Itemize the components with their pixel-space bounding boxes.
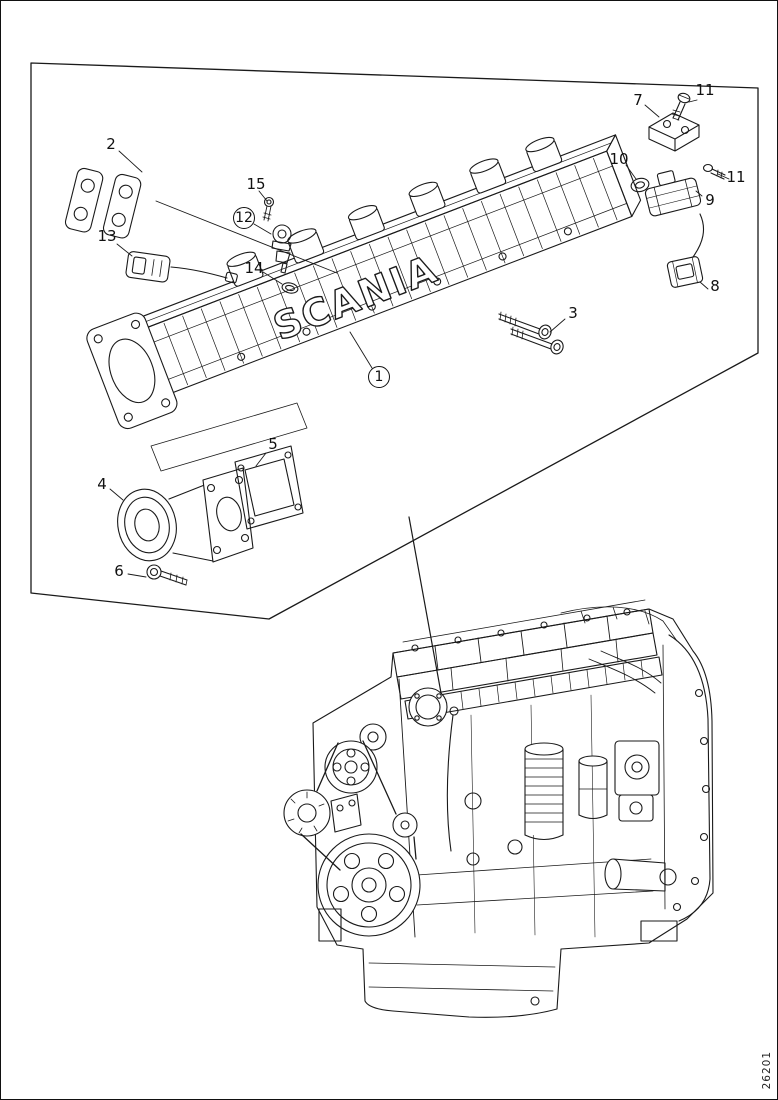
callout-14: 14 bbox=[244, 259, 264, 277]
callout-15: 15 bbox=[246, 175, 266, 193]
callout-5: 5 bbox=[268, 435, 278, 453]
callout-4: 4 bbox=[97, 475, 107, 493]
engine-drawing bbox=[283, 599, 714, 1018]
part-8-connector bbox=[666, 213, 705, 288]
callout-8: 8 bbox=[710, 277, 720, 295]
callout-10: 10 bbox=[609, 150, 629, 168]
callout-6: 6 bbox=[114, 562, 124, 580]
callout-9: 9 bbox=[705, 191, 715, 209]
part-3-bolts bbox=[498, 311, 564, 355]
leader-lines bbox=[109, 99, 730, 578]
manifold-brand-text: SCANIA bbox=[267, 246, 443, 349]
part-4-elbow bbox=[117, 467, 254, 563]
callout-11-top: 11 bbox=[695, 81, 715, 99]
part-6-bolt bbox=[146, 564, 188, 586]
part-11-bolt-top bbox=[671, 92, 691, 121]
part-2-gaskets bbox=[64, 167, 142, 239]
exploded-view-frame bbox=[30, 62, 759, 620]
callout-2: 2 bbox=[106, 135, 116, 153]
callout-3: 3 bbox=[568, 304, 578, 322]
mounting-face-outline bbox=[150, 402, 308, 472]
part-10-ring bbox=[630, 177, 650, 193]
drawing-number: 26201 bbox=[761, 1050, 773, 1089]
callout-11-right: 11 bbox=[726, 168, 746, 186]
manifold-ports bbox=[226, 136, 563, 287]
part-7-bracket bbox=[648, 112, 700, 152]
part-14-oring bbox=[281, 282, 299, 294]
callout-7: 7 bbox=[633, 91, 643, 109]
callout-1: 1 bbox=[368, 366, 390, 388]
part-13-connector bbox=[125, 251, 238, 284]
callout-12: 12 bbox=[233, 207, 255, 229]
part-5-gasket bbox=[234, 445, 304, 530]
part-11-bolt-right bbox=[702, 163, 726, 180]
engine-locator-line bbox=[408, 516, 442, 694]
part-9-solenoid bbox=[644, 170, 702, 217]
callout-13: 13 bbox=[97, 227, 117, 245]
intake-manifold-drawing: SCANIA bbox=[86, 134, 642, 430]
part-15-bolt bbox=[262, 196, 275, 222]
